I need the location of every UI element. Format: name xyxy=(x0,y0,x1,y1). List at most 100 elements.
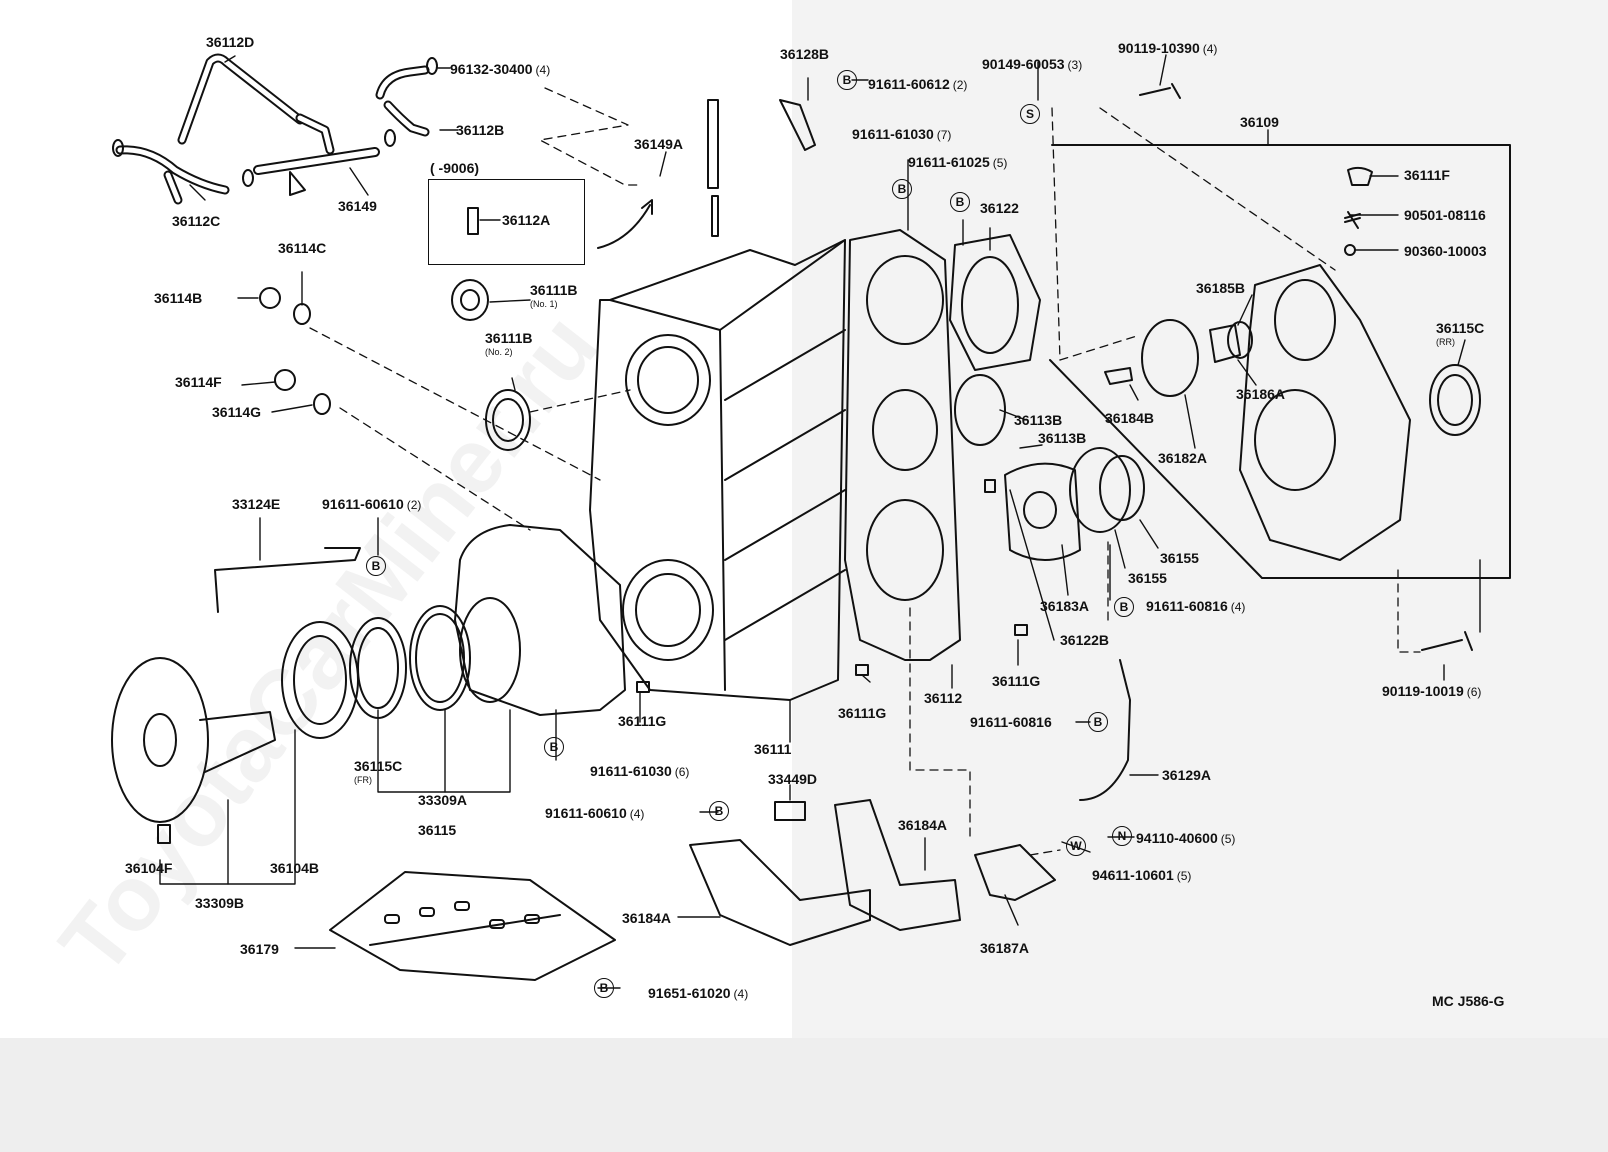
diagram-code: MC J586-G xyxy=(1432,993,1505,1009)
part-label[interactable]: 91611-61025(5) xyxy=(908,154,1008,170)
part-label[interactable]: 33309A xyxy=(418,792,468,808)
badge-b: B xyxy=(366,556,386,576)
part-label[interactable]: 36185B xyxy=(1196,280,1246,296)
part-label[interactable]: 36122B xyxy=(1060,632,1110,648)
part-label[interactable]: 36186A xyxy=(1236,386,1286,402)
part-label[interactable]: 90119-10019(6) xyxy=(1382,683,1482,699)
part-label[interactable]: 36111 xyxy=(754,741,792,757)
part-label[interactable]: 96132-30400(4) xyxy=(450,61,551,77)
date-range-note: ( -9006) xyxy=(430,160,480,176)
badge-b: B xyxy=(892,179,912,199)
part-label[interactable]: 90501-08116 xyxy=(1404,207,1486,223)
part-label[interactable]: 36182A xyxy=(1158,450,1208,466)
part-label[interactable]: 36112 xyxy=(924,690,963,706)
flange-33309B-drawing xyxy=(111,657,276,844)
part-label[interactable]: 36187A xyxy=(980,940,1030,956)
part-label[interactable]: 36111G xyxy=(618,713,667,729)
part-label[interactable]: 36111G xyxy=(838,705,887,721)
inset-arrow xyxy=(597,204,651,249)
part-label[interactable]: 36184A xyxy=(622,910,672,926)
part-label[interactable]: 36111G xyxy=(992,673,1041,689)
part-label[interactable]: 91611-60610(4) xyxy=(545,805,645,821)
badge-b: B xyxy=(837,70,857,90)
part-label[interactable]: 94611-10601(5) xyxy=(1092,867,1192,883)
part-label[interactable]: 36112C xyxy=(172,213,221,229)
part-label[interactable]: 36113B xyxy=(1014,412,1063,428)
connector-drawing xyxy=(467,207,479,235)
retainer-36122-drawing xyxy=(949,234,1041,446)
transfer-case-36111-drawing xyxy=(589,239,846,701)
part-label[interactable]: 36112D xyxy=(206,34,255,50)
part-label[interactable]: 36184A xyxy=(898,817,948,833)
part-label[interactable]: 36183A xyxy=(1040,598,1090,614)
leader-lines xyxy=(159,54,1481,989)
badge-w: W xyxy=(1066,836,1086,856)
part-label[interactable]: 36155 xyxy=(1128,570,1167,586)
part-label[interactable]: 91611-60610(2) xyxy=(322,496,422,512)
cover-36183A-drawing xyxy=(1004,447,1145,561)
part-label[interactable]: 36104F xyxy=(125,860,173,876)
right-panel-background xyxy=(792,0,1608,1038)
part-label[interactable]: 94110-40600(5) xyxy=(1136,830,1236,846)
part-label[interactable]: 36149A xyxy=(634,136,684,152)
badge-b: B xyxy=(950,192,970,212)
part-label[interactable]: 36115C(FR) xyxy=(354,758,403,785)
part-label[interactable]: 36114C xyxy=(278,240,327,256)
rod-33124E xyxy=(214,547,361,613)
part-label[interactable]: 91611-60816 xyxy=(970,714,1052,730)
part-label[interactable]: 36112A xyxy=(502,212,551,228)
part-label[interactable]: 36111B(No. 2) xyxy=(485,330,533,357)
part-label[interactable]: 90149-60053(3) xyxy=(982,56,1083,72)
badge-s: S xyxy=(1020,104,1040,124)
part-label[interactable]: 36115C(RR) xyxy=(1436,320,1485,347)
badge-b: B xyxy=(594,978,614,998)
part-label[interactable]: 36113B xyxy=(1038,430,1087,446)
part-label[interactable]: 36109 xyxy=(1240,114,1279,130)
part-label[interactable]: 36155 xyxy=(1160,550,1199,566)
left-panel-background xyxy=(0,0,792,1038)
part-label[interactable]: 91651-61020(4) xyxy=(648,985,749,1001)
part-label[interactable]: 33449D xyxy=(768,771,818,787)
group-bracket-36109 xyxy=(1049,144,1511,579)
guard-36184A-drawing xyxy=(689,799,961,946)
part-label[interactable]: 36111F xyxy=(1404,167,1450,183)
wire-36129A-drawing xyxy=(1079,659,1131,801)
part-label[interactable]: 36128B xyxy=(780,46,830,62)
inset-box xyxy=(428,179,585,265)
part-label[interactable]: 91611-61030(7) xyxy=(852,126,952,142)
plate-36187A-drawing xyxy=(974,844,1056,901)
part-label[interactable]: 33309B xyxy=(195,895,245,911)
part-label[interactable]: 36114F xyxy=(175,374,222,390)
part-label[interactable]: 90360-10003 xyxy=(1404,243,1487,259)
part-label[interactable]: 91611-60816(4) xyxy=(1146,598,1246,614)
part-label[interactable]: 36111B(No. 1) xyxy=(530,282,578,309)
front-cover-drawing xyxy=(281,524,626,739)
badge-b: B xyxy=(1114,597,1134,617)
adapter-plate-36112-drawing xyxy=(844,229,961,661)
part-label[interactable]: 36115 xyxy=(418,822,457,838)
part-label[interactable]: 90119-10390(4) xyxy=(1118,40,1218,56)
part-label[interactable]: 36114G xyxy=(212,404,262,420)
part-label[interactable]: 36112B xyxy=(456,122,505,138)
badge-b: B xyxy=(1088,712,1108,732)
part-label[interactable]: 33124E xyxy=(232,496,281,512)
skid-plate-36179-drawing xyxy=(329,871,616,981)
part-label[interactable]: 36122 xyxy=(980,200,1019,216)
badge-b: B xyxy=(544,737,564,757)
part-label[interactable]: 36114B xyxy=(154,290,203,306)
part-label[interactable]: 36149 xyxy=(338,198,377,214)
badge-b: B xyxy=(709,801,729,821)
clip-33449D-drawing xyxy=(774,801,806,821)
part-label[interactable]: 36184B xyxy=(1105,410,1155,426)
part-label[interactable]: 91611-60612(2) xyxy=(868,76,968,92)
part-label[interactable]: 36179 xyxy=(240,941,279,957)
bottom-margin-background xyxy=(0,1038,1608,1152)
badge-n: N xyxy=(1112,826,1132,846)
part-label[interactable]: 36104B xyxy=(270,860,320,876)
cover-36128B-drawing xyxy=(779,99,816,151)
dashed-alignment-lines xyxy=(309,87,1421,856)
part-label[interactable]: 91611-61030(6) xyxy=(590,763,690,779)
part-label[interactable]: 36129A xyxy=(1162,767,1212,783)
